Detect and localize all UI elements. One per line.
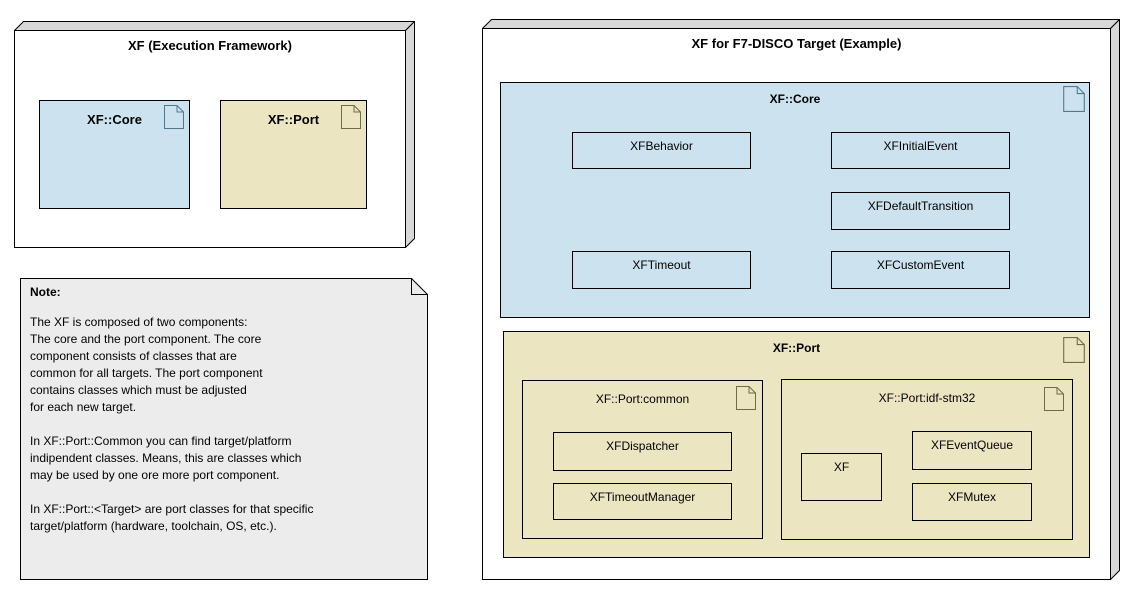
class-xfinitialevent: XFInitialEvent — [831, 132, 1010, 169]
package-label: XF::Port — [267, 112, 320, 127]
package-xf-port: XF::Port — [220, 100, 367, 209]
package-xf-port-idf-stm32: XF::Port:idf-stm32 XF XFEventQueue XFMut… — [781, 379, 1073, 540]
note: Note: The XF is composed of two componen… — [20, 278, 428, 580]
class-xfdefaulttransition: XFDefaultTransition — [831, 192, 1010, 230]
class-xftimeout: XFTimeout — [572, 251, 751, 289]
document-icon — [736, 386, 756, 410]
node-title: XF (Execution Framework) — [128, 38, 292, 53]
document-icon — [341, 105, 361, 129]
class-xfcustomevent: XFCustomEvent — [831, 251, 1010, 289]
class-xftimeoutmanager: XFTimeoutManager — [553, 483, 732, 520]
class-xfeventqueue: XFEventQueue — [912, 431, 1032, 470]
note-title: Note: — [30, 285, 61, 299]
class-xfmutex: XFMutex — [912, 483, 1032, 521]
package-label: XF::Core — [87, 112, 142, 127]
package-xf-core-detail: XF::Core XFBehavior XFInitialEvent XFDef… — [500, 82, 1090, 318]
package-label: XF::Core — [769, 92, 821, 106]
document-icon — [1063, 86, 1085, 112]
class-xfdispatcher: XFDispatcher — [553, 432, 732, 471]
class-xfbehavior: XFBehavior — [572, 132, 751, 169]
package-label: XF::Port:idf-stm32 — [878, 391, 976, 405]
package-label: XF::Port:common — [595, 392, 690, 406]
package-xf-port-common: XF::Port:common XFDispatcher XFTimeoutMa… — [522, 380, 763, 539]
document-icon — [1044, 387, 1064, 411]
node-f7-disco-target: XF for F7-DISCO Target (Example) XF::Cor… — [482, 19, 1120, 580]
class-xf: XF — [801, 453, 882, 501]
package-xf-core: XF::Core — [39, 100, 190, 209]
note-body: The XF is composed of two components: Th… — [30, 315, 314, 533]
node-title: XF for F7-DISCO Target (Example) — [691, 36, 902, 51]
document-icon — [164, 105, 184, 129]
node-execution-framework: XF (Execution Framework) XF::Core XF::Po… — [14, 21, 415, 248]
document-icon — [1063, 337, 1085, 363]
note-outline — [20, 278, 428, 580]
package-label: XF::Port — [772, 341, 821, 355]
package-xf-port-detail: XF::Port XF::Port:common XFDispatcher XF… — [503, 331, 1090, 558]
